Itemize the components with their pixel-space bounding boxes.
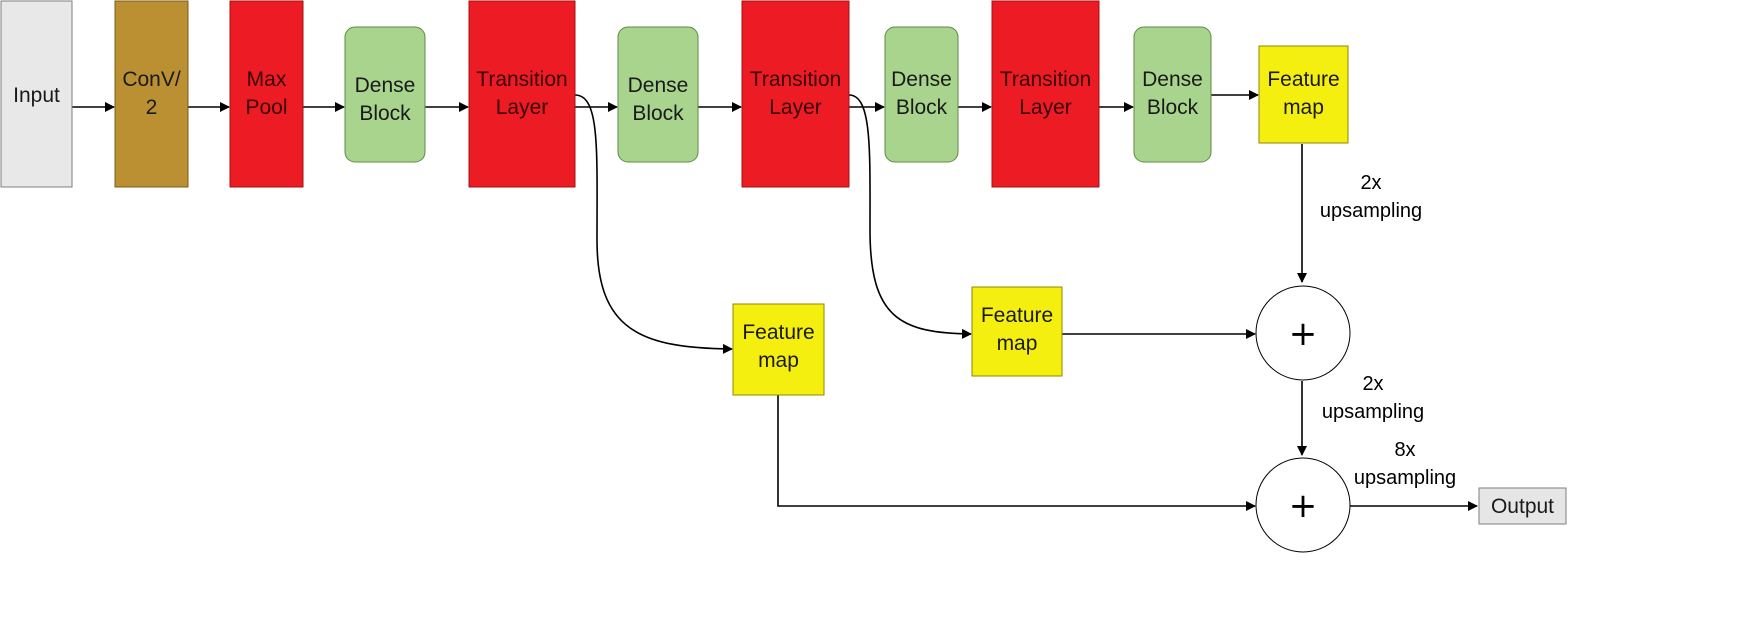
feature-map-mid: Feature map — [971, 286, 1063, 377]
dense-block-2-label-line2: Block — [632, 102, 684, 125]
upsampling-label-1-line2: upsampling — [1320, 200, 1422, 222]
dense-block-3: Dense Block — [884, 26, 959, 163]
transition-layer-1-label-line1: Transition — [476, 68, 567, 91]
upsampling-label-1: 2x upsampling — [1320, 172, 1422, 222]
dense-block-1: Dense Block — [344, 26, 426, 163]
upsampling-label-3-line2: upsampling — [1354, 467, 1456, 489]
upsampling-label-2-line2: upsampling — [1322, 401, 1424, 423]
feature-map-top-label-line2: map — [1283, 96, 1324, 119]
transition-layer-1: Transition Layer — [468, 0, 576, 188]
upsampling-label-2: 2x upsampling — [1322, 373, 1424, 423]
connectors — [72, 90, 1478, 511]
maxpool-block: Max Pool — [229, 0, 304, 188]
plus-icon: + — [1289, 486, 1318, 526]
transition-layer-3-label-line1: Transition — [1000, 68, 1091, 91]
edge-transition1-feature-low — [574, 94, 733, 354]
feature-map-mid-label-line1: Feature — [981, 304, 1053, 327]
input-block: Input — [0, 0, 73, 188]
maxpool-label-line1: Max — [247, 68, 287, 91]
dense-block-1-label-line2: Block — [359, 102, 411, 125]
feature-map-top: Feature map — [1258, 45, 1349, 144]
upsampling-label-3-line1: 8x — [1394, 439, 1415, 461]
transition-layer-1-label-line2: Layer — [496, 96, 549, 119]
feature-map-low-label-line1: Feature — [742, 321, 814, 344]
dense-block-4-label-line2: Block — [1147, 96, 1199, 119]
edge-feature-low-sum2 — [777, 395, 1256, 511]
sum-node-1: + — [1255, 285, 1351, 381]
dense-block-4-label-line1: Dense — [1142, 68, 1203, 91]
output-block: Output — [1478, 487, 1567, 525]
dense-block-2: Dense Block — [617, 26, 699, 163]
transition-layer-2-label-line1: Transition — [750, 68, 841, 91]
dense-block-1-label-line1: Dense — [355, 74, 416, 97]
feature-map-top-label-line1: Feature — [1267, 68, 1339, 91]
transition-layer-2: Transition Layer — [741, 0, 850, 188]
plus-icon: + — [1289, 314, 1318, 354]
dense-block-3-label-line1: Dense — [891, 68, 952, 91]
feature-map-low-label-line2: map — [758, 349, 799, 372]
transition-layer-2-label-line2: Layer — [769, 96, 822, 119]
dense-block-3-label-line2: Block — [896, 96, 948, 119]
transition-layer-3-label-line2: Layer — [1019, 96, 1072, 119]
edge-transition2-feature-mid — [848, 94, 972, 339]
input-label: Input — [13, 84, 60, 107]
dense-block-2-label-line1: Dense — [628, 74, 689, 97]
maxpool-label-line2: Pool — [245, 96, 287, 119]
sum-node-2: + — [1255, 457, 1351, 553]
transition-layer-3: Transition Layer — [991, 0, 1100, 188]
conv-label-line1: ConV/ — [122, 68, 181, 91]
feature-map-mid-label-line2: map — [997, 332, 1038, 355]
upsampling-label-1-line1: 2x — [1360, 172, 1381, 194]
dense-block-4: Dense Block — [1133, 26, 1212, 163]
output-label: Output — [1491, 495, 1554, 518]
conv-block: ConV/ 2 — [114, 0, 189, 188]
upsampling-label-3: 8x upsampling — [1354, 439, 1456, 489]
upsampling-label-2-line1: 2x — [1362, 373, 1383, 395]
feature-map-low: Feature map — [732, 303, 825, 396]
conv-label-line2: 2 — [146, 96, 158, 119]
